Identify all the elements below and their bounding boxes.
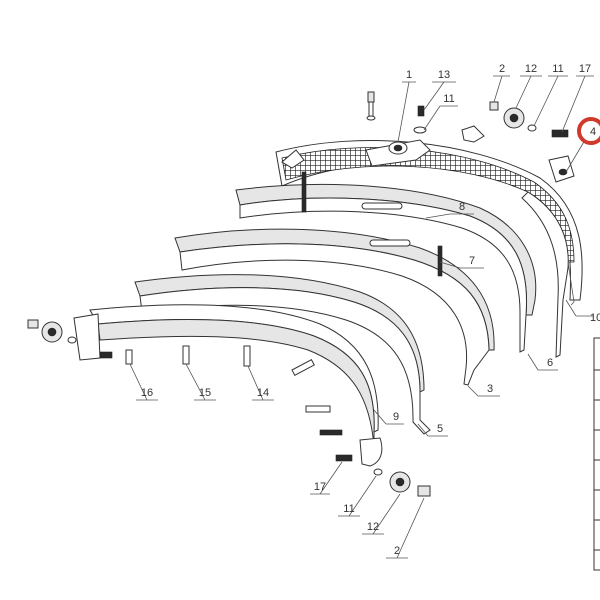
fender-part-5 <box>134 274 431 435</box>
callout-14: 14 <box>257 387 269 399</box>
parts-table-edge <box>593 337 600 571</box>
bolts <box>125 345 343 436</box>
callout-17-bottom: 17 <box>314 481 326 493</box>
callout-17-top: 17 <box>579 63 591 75</box>
callout-2-bottom: 2 <box>394 545 400 557</box>
callout-2-top: 2 <box>499 63 505 75</box>
highlight-circle <box>577 117 600 145</box>
fender-part-9 <box>73 304 383 467</box>
left-hardware <box>27 319 113 359</box>
leader-lines <box>129 75 594 559</box>
fender-part-8 <box>235 183 537 353</box>
callout-16: 16 <box>141 387 153 399</box>
callout-4: 4 <box>590 126 596 138</box>
callout-12-top: 12 <box>525 63 537 75</box>
mesh-fender-part-6 <box>275 139 583 358</box>
bottom-hardware <box>335 454 431 497</box>
callout-5: 5 <box>437 423 443 435</box>
mount-bracket-part-1 <box>281 125 575 183</box>
fender-part-3 <box>174 228 495 386</box>
callout-labels: 1 13 11 2 12 11 17 4 10 8 7 6 3 5 9 16 1… <box>141 63 600 557</box>
threaded-rod-part-7 <box>301 171 443 277</box>
callout-8: 8 <box>459 201 465 213</box>
callout-11-bottom: 11 <box>343 503 354 515</box>
callout-10: 10 <box>590 312 600 324</box>
callout-15: 15 <box>199 387 211 399</box>
callout-12-bottom: 12 <box>367 521 379 533</box>
callout-9: 9 <box>393 411 399 423</box>
callout-13: 13 <box>438 69 450 81</box>
callout-3: 3 <box>487 383 493 395</box>
callout-1: 1 <box>406 69 412 81</box>
callout-11-top: 11 <box>443 93 454 105</box>
callout-11-top-right: 11 <box>552 63 563 75</box>
callout-6: 6 <box>547 357 553 369</box>
callout-7: 7 <box>469 255 475 267</box>
